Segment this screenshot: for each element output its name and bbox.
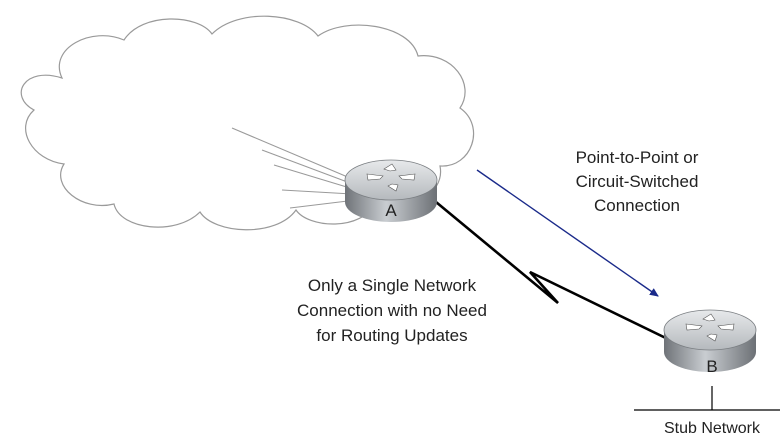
router-arrows-icon bbox=[366, 163, 416, 192]
description-line-3: for Routing Updates bbox=[316, 326, 467, 345]
router-a[interactable]: A bbox=[344, 159, 438, 222]
direction-arrow bbox=[476, 169, 659, 297]
stub-network-label: Stub Network bbox=[664, 420, 761, 437]
link-type-line-1: Point-to-Point or bbox=[576, 148, 699, 167]
router-b[interactable]: B bbox=[663, 309, 757, 376]
router-arrows-icon bbox=[685, 313, 735, 342]
link-type-label: Point-to-Point or Circuit-Switched Conne… bbox=[576, 148, 699, 215]
stub-network-line bbox=[634, 386, 780, 411]
router-a-label: A bbox=[385, 201, 397, 220]
serial-link bbox=[435, 200, 677, 345]
description-line-1: Only a Single Network bbox=[308, 276, 477, 295]
link-type-line-3: Connection bbox=[594, 196, 680, 215]
description-label: Only a Single Network Connection with no… bbox=[297, 276, 487, 345]
description-line-2: Connection with no Need bbox=[297, 301, 487, 320]
router-b-label: B bbox=[706, 357, 717, 376]
link-type-line-2: Circuit-Switched bbox=[576, 172, 699, 191]
cloud-links bbox=[231, 127, 357, 209]
